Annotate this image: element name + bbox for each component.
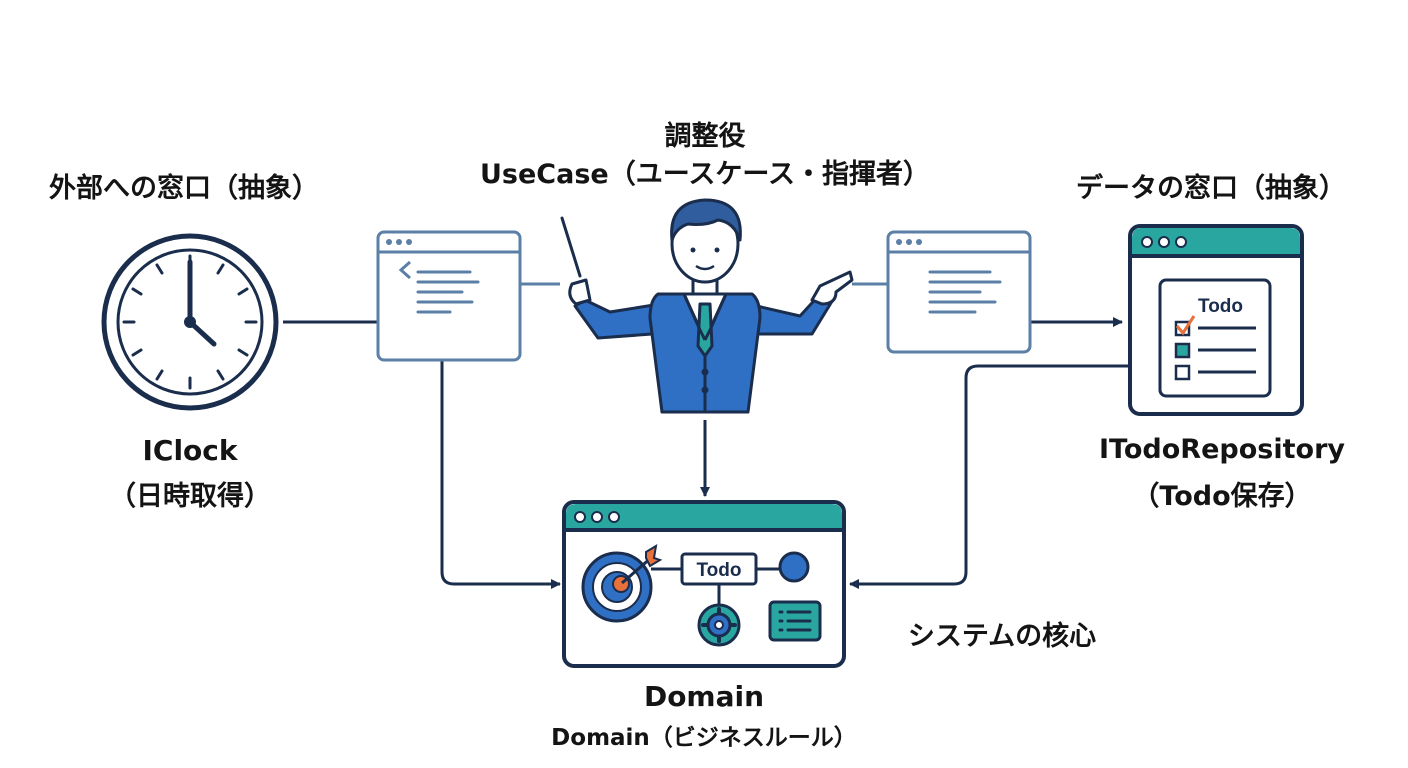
entity-todo-label: Todo [696,560,741,581]
domain-subtitle: Domain（ビジネスルール） [551,725,857,751]
list-card-icon [768,600,822,642]
todo-repository-window-icon: Todo [1128,224,1304,416]
node-circle-icon [778,551,810,583]
repository-heading: データの窓口（抽象） [1076,173,1346,204]
left-code-window-icon [376,230,522,362]
domain-name: Domain [643,680,765,713]
repository-subtitle: （Todo保存） [1132,481,1312,512]
usecase-title: UseCase（ユースケース・指揮者） [479,159,931,190]
entity-connectors [651,567,780,604]
conductor-person-icon [560,198,854,414]
clock-name: IClock [142,434,238,467]
clock-icon [101,233,279,411]
repository-name: ITodoRepository [1099,434,1345,465]
usecase-role-label: 調整役 [664,121,746,152]
right-code-window-icon [886,230,1032,354]
connector-repository-to-domain [849,364,1132,589]
clock-subtitle: （日時取得） [109,481,271,512]
target-icon [581,544,663,623]
domain-core-label: システムの核心 [907,621,1097,652]
repository-card-title: Todo [1198,296,1243,317]
gear-icon [697,603,741,647]
clock-heading: 外部への窓口（抽象） [49,173,319,204]
